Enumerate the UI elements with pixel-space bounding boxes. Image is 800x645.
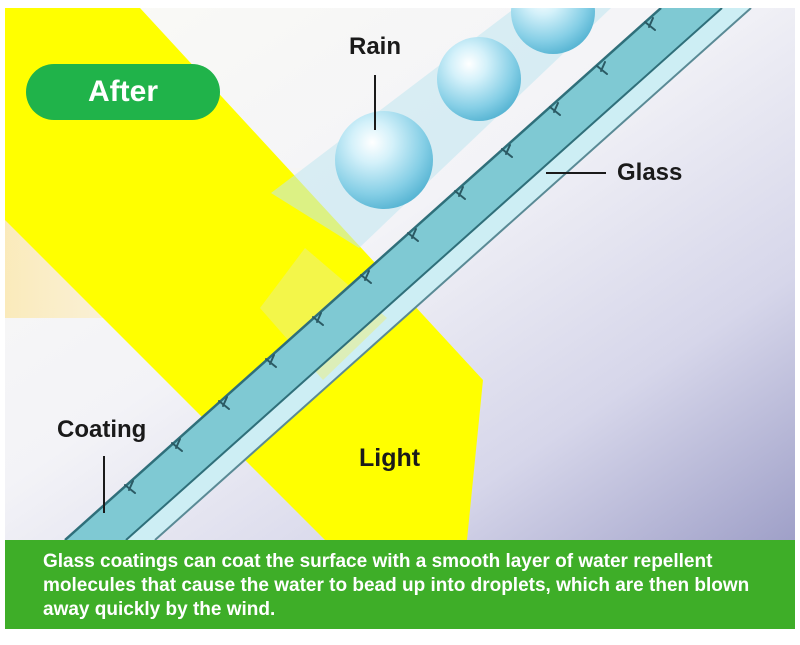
rain-droplet-1 (335, 111, 433, 209)
coating-layer (65, 8, 722, 540)
coating-label: Coating (57, 416, 147, 443)
glass-coating-illustration (5, 8, 795, 540)
rain-label: Rain (349, 33, 402, 60)
rain-droplet-2 (437, 37, 521, 121)
glass-pane (126, 8, 751, 540)
glass-label: Glass (617, 159, 683, 186)
light-label: Light (359, 444, 421, 472)
caption-box: Glass coatings can coat the surface with… (5, 540, 795, 629)
light-beam (5, 8, 483, 540)
rain-droplet-3 (511, 8, 595, 54)
after-badge: After (26, 64, 220, 120)
coating-molecules (124, 17, 656, 494)
caption-text: Glass coatings can coat the surface with… (43, 551, 750, 620)
